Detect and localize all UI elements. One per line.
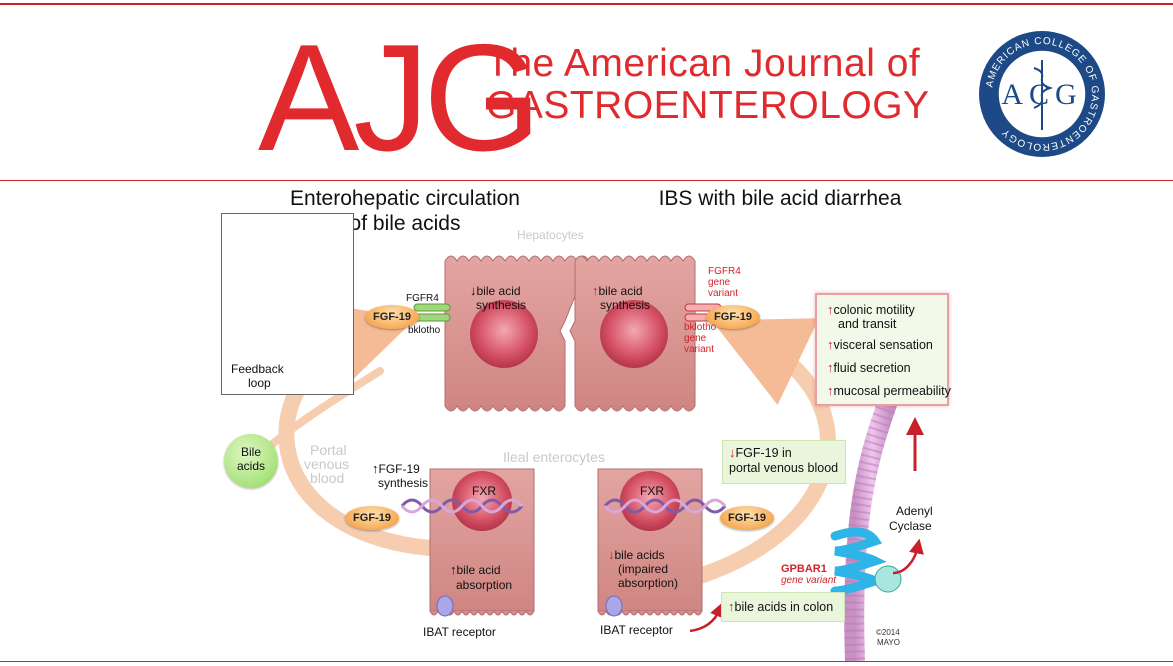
left-ent-text: ↑bile acid bbox=[450, 563, 501, 577]
fgfr4-variant-line2: gene bbox=[708, 277, 730, 288]
fxr-label-left: FXR bbox=[472, 484, 496, 498]
ibat-receptor-left bbox=[437, 596, 453, 616]
ibat-label-left: IBAT receptor bbox=[423, 625, 496, 639]
effect-item-1: ↑colonic motility bbox=[827, 303, 915, 317]
bklotho-variant-line1: bklotho bbox=[684, 322, 716, 333]
right-ent-line2: (impaired bbox=[618, 562, 668, 576]
copyright-line1: ©2014 bbox=[876, 628, 900, 637]
right-hep-line1: bile acid bbox=[599, 284, 643, 298]
fgf19-synth-line2: synthesis bbox=[378, 476, 428, 490]
colon-bile-box: ↑bile acids in colon bbox=[721, 592, 845, 622]
right-ent-text: ↓bile acids bbox=[608, 548, 665, 562]
hepatocytes-label: Hepatocytes bbox=[517, 228, 584, 242]
portal-label-line1: Portal bbox=[310, 443, 347, 457]
ibs-effects-box: ↑colonic motility and transit ↑visceral … bbox=[815, 293, 949, 406]
bile-acids-line2: acids bbox=[224, 459, 278, 473]
hepatocyte-left bbox=[445, 256, 589, 411]
bklotho-label: bklotho bbox=[408, 325, 440, 336]
fgf19-synth-line1: FGF-19 bbox=[379, 462, 420, 476]
ileal-enterocytes-label: Ileal enterocytes bbox=[503, 450, 605, 464]
gpbar1-label: GPBAR1 bbox=[781, 562, 827, 576]
left-hep-line1: bile acid bbox=[477, 284, 521, 298]
right-hep-line2: synthesis bbox=[600, 298, 650, 312]
fxr-label-right: FXR bbox=[640, 484, 664, 498]
bklotho-variant-line3: variant bbox=[684, 344, 714, 355]
fgfr4-variant-line3: variant bbox=[708, 288, 738, 299]
portal-label-line2: venous bbox=[304, 457, 349, 471]
colon-box-text: bile acids in colon bbox=[735, 600, 834, 614]
bklotho-variant-line2: gene bbox=[684, 333, 706, 344]
bile-acids-ball: Bile acids bbox=[224, 434, 278, 488]
fgf19-pill-lower-left: FGF-19 bbox=[345, 506, 399, 530]
acg-seal-logo: AMERICAN COLLEGE OF GASTROENTEROLOGY ACG bbox=[976, 28, 1108, 160]
bottom-rule bbox=[0, 661, 1173, 662]
effect-item-2: ↑visceral sensation bbox=[827, 338, 933, 352]
left-hep-line2: synthesis bbox=[476, 298, 526, 312]
top-rule bbox=[0, 3, 1173, 5]
feedback-label-line1: Feedback bbox=[231, 362, 284, 376]
portal-label-line3: blood bbox=[310, 471, 344, 485]
effect-item-3: ↑fluid secretion bbox=[827, 361, 911, 375]
left-ent-line1: bile acid bbox=[457, 563, 501, 577]
ibat-label-right: IBAT receptor bbox=[600, 623, 673, 637]
left-hep-text: ↓bile acid bbox=[470, 284, 521, 298]
ibat-receptor-right bbox=[606, 596, 622, 616]
journal-title-line2: GASTROENTEROLOGY bbox=[486, 86, 930, 125]
adenyl-line2: Cyclase bbox=[889, 519, 932, 533]
left-ent-line2: absorption bbox=[456, 578, 512, 592]
adenyl-line1: Adenyl bbox=[896, 504, 933, 518]
journal-title-line1: The American Journal of bbox=[486, 44, 920, 83]
seal-center-text: ACG bbox=[1001, 78, 1082, 111]
gpbar1-variant-label: gene variant bbox=[781, 575, 836, 586]
hepatocyte-right bbox=[570, 256, 695, 411]
fgfr4-variant-line1: FGFR4 bbox=[708, 266, 741, 277]
feedback-label-line2: loop bbox=[248, 376, 271, 390]
effect-item-4: ↑mucosal permeability bbox=[827, 384, 951, 398]
bile-acids-line1: Bile bbox=[224, 434, 278, 459]
effect-item-1-line2: and transit bbox=[838, 317, 896, 331]
right-ent-line3: absorption) bbox=[618, 576, 678, 590]
portal-fgf19-box: ↓FGF-19 in portal venous blood bbox=[722, 440, 846, 484]
fgf19-pill-lower-right: FGF-19 bbox=[720, 506, 774, 530]
fgfr4-label: FGFR4 bbox=[406, 293, 439, 304]
fgf19-synthesis-text: ↑FGF-19 bbox=[372, 462, 420, 476]
portal-box-line2: portal venous blood bbox=[729, 461, 839, 476]
right-ent-line1: bile acids bbox=[615, 548, 665, 562]
bile-acid-diagram bbox=[0, 181, 1173, 661]
copyright-line2: MAYO bbox=[877, 638, 900, 647]
portal-box-line1: FGF-19 in bbox=[736, 446, 792, 460]
right-hep-text: ↑bile acid bbox=[592, 284, 643, 298]
